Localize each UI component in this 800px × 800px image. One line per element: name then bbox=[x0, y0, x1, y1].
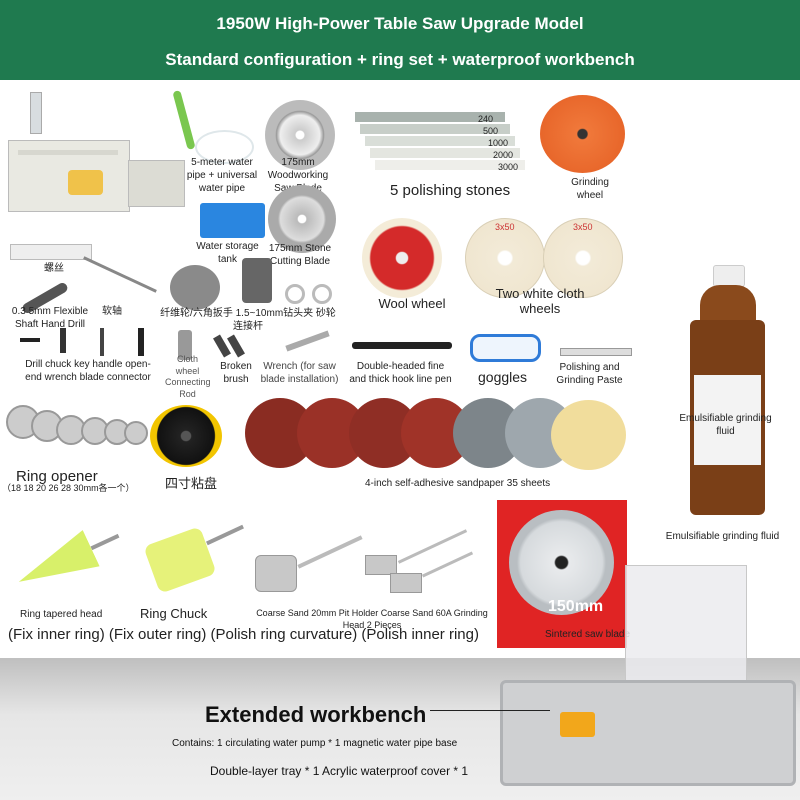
saw-size-label: 150mm bbox=[548, 598, 604, 615]
fiber-wheel-image bbox=[170, 265, 220, 310]
cloth-wheel-size: 3x50 bbox=[495, 222, 515, 232]
ring-opener-sizes: （18 18 20 26 28 30mm各一个） bbox=[2, 483, 135, 493]
blade-guard-image bbox=[30, 92, 42, 134]
sandpaper-image bbox=[245, 398, 630, 473]
water-pipe-label: 5-meter water pipe + universal water pip… bbox=[186, 157, 258, 194]
polishing-stones-label: 5 polishing stones bbox=[390, 182, 511, 199]
cloth-wheel-size: 3x50 bbox=[573, 222, 593, 232]
broken-brush-image bbox=[213, 334, 248, 360]
workbench-tray: Double-layer tray * 1 Acrylic waterproof… bbox=[210, 764, 469, 778]
workbench-contains: Contains: 1 circulating water pump * 1 m… bbox=[172, 738, 458, 749]
table-saw-image bbox=[8, 130, 185, 215]
fix-captions: (Fix inner ring) (Fix outer ring) (Polis… bbox=[8, 626, 479, 643]
cloth-wheel-image bbox=[465, 218, 545, 298]
flexible-shaft-cn-label: 软轴 bbox=[102, 306, 122, 317]
wool-wheel-label: Wool wheel bbox=[378, 296, 446, 311]
goggles-label: goggles bbox=[478, 369, 528, 385]
fastener-label: 螺丝 bbox=[44, 263, 64, 274]
stone-number: 3000 bbox=[498, 162, 519, 172]
water-tank-image bbox=[200, 203, 265, 238]
washer-icon bbox=[285, 284, 305, 304]
cloth-wheel-rod-label: Cloth wheel Connecting Rod bbox=[165, 354, 211, 400]
wrench-label: Wrench (for saw blade installation) bbox=[260, 361, 339, 385]
chuck-key-image bbox=[20, 328, 150, 358]
washer-icon bbox=[312, 284, 332, 304]
water-pump-image bbox=[560, 712, 595, 737]
water-tank-label: Water storage tank bbox=[196, 241, 259, 265]
ring-chuck-label: Ring Chuck bbox=[140, 606, 208, 621]
grinding-fluid-bottle-image bbox=[690, 265, 765, 520]
pen-label: Double-headed fine and thick hook line p… bbox=[349, 361, 452, 385]
adhesive-disc-image bbox=[150, 405, 222, 467]
sandpaper-label: 4-inch self-adhesive sandpaper 35 sheets bbox=[365, 478, 551, 489]
page-subtitle: Standard configuration + ring set + wate… bbox=[165, 50, 635, 69]
stone-cutting-blade-label: 175mm Stone Cutting Blade bbox=[268, 243, 332, 267]
paste-label: Polishing and Grinding Paste bbox=[556, 362, 623, 386]
cloth-wheel-image bbox=[543, 218, 623, 298]
stone-number: 500 bbox=[483, 126, 499, 136]
flexible-shaft-label: 0.3 5mm Flexible Shaft Hand Drill bbox=[11, 306, 89, 330]
grinding-head-image bbox=[255, 525, 365, 595]
stone-number: 1000 bbox=[488, 138, 509, 148]
grinding-wheel-image bbox=[540, 95, 625, 173]
grinding-wheel-label: Grinding wheel bbox=[571, 177, 609, 201]
stone-number: 2000 bbox=[493, 150, 514, 160]
pen-image bbox=[352, 342, 452, 349]
header-banner bbox=[0, 0, 800, 80]
stone-cutting-blade-image bbox=[268, 185, 336, 253]
polishing-stones-image bbox=[355, 112, 525, 174]
drill-chuck-label: Drill chuck key handle open-end wrench b… bbox=[25, 359, 151, 383]
connecting-rod-image bbox=[178, 330, 192, 360]
ring-chuck-image bbox=[143, 515, 255, 595]
sintered-saw-box bbox=[497, 500, 627, 648]
tray-image bbox=[500, 680, 796, 786]
goggles-image bbox=[470, 334, 541, 362]
paste-syringe-image bbox=[560, 348, 632, 356]
adhesive-disc-label: 四寸粘盘 bbox=[165, 476, 218, 491]
woodworking-blade-image bbox=[265, 100, 335, 170]
fastener-image bbox=[10, 244, 92, 260]
ring-opener-label: Ring opener bbox=[16, 468, 98, 485]
pipe-coil-image bbox=[195, 130, 254, 164]
fiber-wheel-label: 纤维轮/六角扳手 1.5~10mm钻头夹 砂轮连接杆 bbox=[160, 308, 336, 332]
broken-brush-label: Broken brush bbox=[220, 361, 252, 385]
cloth-wheels-label: Two white cloth wheels bbox=[495, 286, 585, 316]
stone-number: 240 bbox=[478, 114, 494, 124]
wrench-image bbox=[285, 330, 330, 352]
pointer-line bbox=[430, 710, 550, 711]
wool-wheel-image bbox=[362, 218, 442, 298]
sintered-blade-label: Sintered saw blade bbox=[545, 629, 631, 640]
flexible-shaft-image bbox=[20, 256, 160, 315]
drill-chuck-image bbox=[242, 258, 272, 303]
grinding-fluid-bottom-label: Emulsifiable grinding fluid bbox=[665, 531, 780, 542]
grinding-head-image bbox=[365, 515, 475, 595]
ring-tapered-head-image bbox=[10, 530, 128, 600]
ring-opener-image bbox=[6, 405, 148, 450]
grinding-heads-label: Coarse Sand 20mm Pit Holder Coarse Sand … bbox=[256, 608, 488, 630]
workbench-title: Extended workbench bbox=[205, 702, 427, 727]
page-title: 1950W High-Power Table Saw Upgrade Model bbox=[216, 14, 584, 33]
ring-tapered-head-label: Ring tapered head bbox=[20, 609, 103, 620]
grinding-fluid-label: Emulsifiable grinding fluid bbox=[679, 413, 772, 437]
